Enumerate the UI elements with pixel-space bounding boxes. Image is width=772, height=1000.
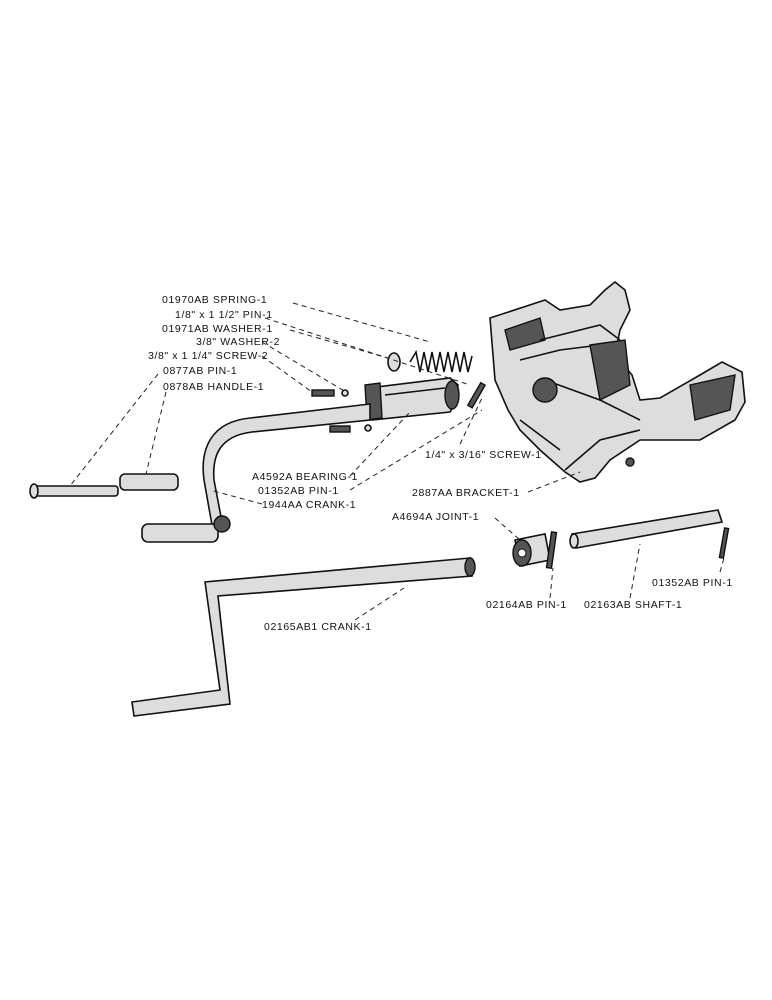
shaft-part: [569, 509, 724, 549]
label-crank-02165: 02165AB1 CRANK-1: [264, 621, 372, 633]
crank-1944-part: [141, 403, 371, 543]
washer-part: [341, 389, 349, 397]
pin-02164-part: [545, 531, 558, 570]
label-shaft: 02163AB SHAFT-1: [584, 599, 682, 611]
bearing-part: [364, 377, 460, 421]
screw-part: [329, 425, 351, 433]
label-pin-1-8: 1/8" x 1 1/2" PIN-1: [175, 309, 273, 321]
pin-01352-part: [718, 527, 730, 559]
leader-bracket: [527, 471, 581, 493]
label-pin-01352-b: 01352AB PIN-1: [652, 577, 733, 589]
pin-0877-part: [29, 483, 119, 499]
leader-joint: [494, 517, 521, 541]
leader-shaft: [629, 543, 641, 599]
label-bracket: 2887AA BRACKET-1: [412, 487, 520, 499]
label-pin-02164: 02164AB PIN-1: [486, 599, 567, 611]
screw-part: [311, 389, 335, 397]
leader-screw-3-8: [261, 355, 313, 393]
label-washer-01971: 01971AB WASHER-1: [162, 323, 273, 335]
leader-spring: [292, 302, 431, 343]
small-pin-part: [466, 381, 487, 409]
leader-crank-02165: [354, 587, 405, 621]
leader-pin-02164: [549, 567, 554, 599]
leader-washer-3-8: [261, 341, 347, 393]
label-screw-3-8: 3/8" x 1 1/4" SCREW-2: [148, 350, 268, 362]
leader-handle: [145, 391, 167, 475]
label-screw-1-4: 1/4" x 3/16" SCREW-1: [425, 449, 542, 461]
washer-part: [364, 424, 372, 432]
label-handle: 0878AB HANDLE-1: [163, 381, 264, 393]
label-washer-3-8: 3/8" WASHER-2: [196, 336, 280, 348]
label-joint: A4694A JOINT-1: [392, 511, 479, 523]
leader-pin-01352-a: [349, 409, 483, 491]
label-bearing: A4592A BEARING-1: [252, 471, 358, 483]
leader-washer-01971: [289, 329, 389, 359]
washer-part: [387, 352, 401, 372]
label-crank-1944: 1944AA CRANK-1: [262, 499, 356, 511]
leader-pin-1-8: [264, 317, 471, 386]
spring-part: [409, 349, 473, 373]
joint-part: [512, 533, 551, 567]
label-pin-0877: 0877AB PIN-1: [163, 365, 237, 377]
leader-pin-0877: [69, 373, 159, 487]
label-pin-01352-a: 01352AB PIN-1: [258, 485, 339, 497]
handle-part: [119, 473, 179, 491]
bracket-part: [489, 280, 746, 483]
leader-pin-01352-b: [719, 557, 725, 573]
leader-bearing: [349, 411, 411, 477]
label-spring: 01970AB SPRING-1: [162, 294, 267, 306]
crank-02165-part: [131, 557, 476, 717]
